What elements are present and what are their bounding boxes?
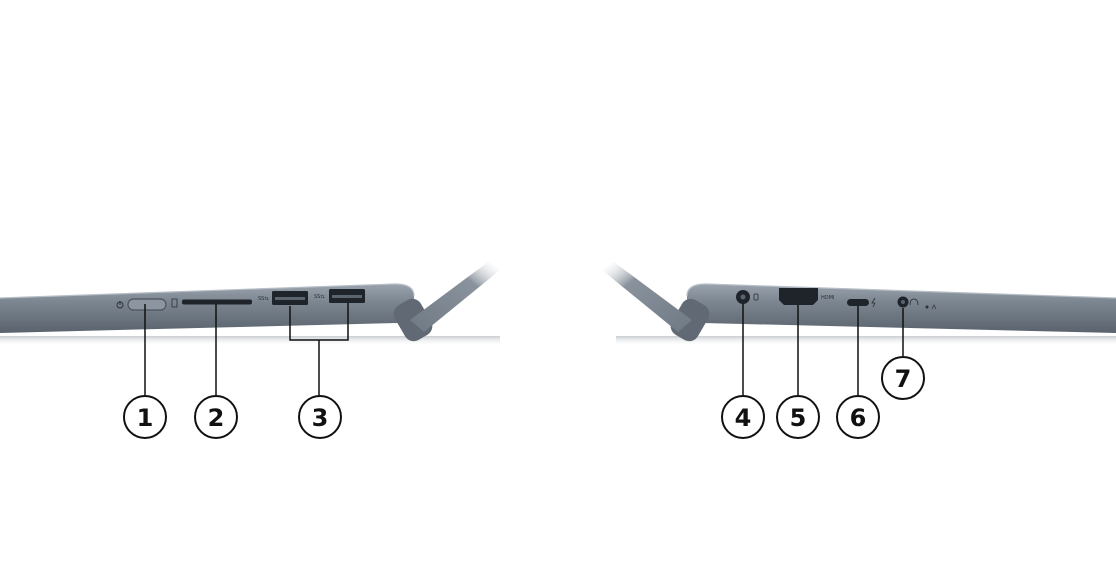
svg-text:SS⇆: SS⇆ bbox=[258, 296, 269, 302]
callout-number: 1 bbox=[137, 404, 154, 432]
callout-3: 3 bbox=[298, 395, 342, 439]
right-lid bbox=[602, 262, 692, 332]
right-ground-shadow bbox=[616, 336, 1116, 346]
dc-in-icon bbox=[753, 293, 759, 301]
audio-jack[interactable] bbox=[897, 296, 909, 308]
status-led-icon bbox=[925, 304, 937, 310]
power-icon bbox=[116, 301, 124, 309]
left-laptop-side: SS⇆ SS⇆ bbox=[0, 262, 500, 346]
right-laptop-base bbox=[687, 284, 1116, 333]
left-ground-shadow bbox=[0, 336, 500, 346]
left-laptop-base bbox=[0, 284, 414, 333]
callout-number: 3 bbox=[312, 404, 329, 432]
right-laptop-side: HDMI bbox=[602, 262, 1116, 346]
hdmi-label: HDMI bbox=[821, 295, 834, 301]
callout-number: 4 bbox=[735, 404, 752, 432]
power-button[interactable] bbox=[127, 298, 167, 311]
callout-number: 7 bbox=[895, 365, 912, 393]
callout-6: 6 bbox=[836, 395, 880, 439]
callout-2: 2 bbox=[194, 395, 238, 439]
usb-icon: SS⇆ bbox=[314, 294, 325, 300]
callouts bbox=[144, 303, 904, 396]
callout-7: 7 bbox=[881, 356, 925, 400]
sd-card-slot[interactable] bbox=[182, 299, 252, 305]
dc-in-port[interactable] bbox=[736, 290, 750, 304]
headset-icon bbox=[909, 298, 919, 306]
sd-card-icon bbox=[171, 298, 178, 308]
svg-text:SS⇆: SS⇆ bbox=[314, 294, 325, 300]
callout-number: 6 bbox=[850, 404, 867, 432]
callout-5: 5 bbox=[776, 395, 820, 439]
usb-a-port-2[interactable] bbox=[329, 289, 365, 303]
callout-number: 2 bbox=[208, 404, 225, 432]
usb-a-port-1[interactable] bbox=[272, 291, 308, 305]
callout-number: 5 bbox=[790, 404, 807, 432]
callout-1: 1 bbox=[123, 395, 167, 439]
usb-c-port[interactable] bbox=[847, 299, 869, 306]
left-lid bbox=[410, 262, 500, 332]
thunderbolt-icon bbox=[871, 297, 876, 308]
callout-4: 4 bbox=[721, 395, 765, 439]
hdmi-port[interactable] bbox=[779, 288, 818, 305]
usb-icon: SS⇆ bbox=[258, 296, 269, 302]
leader-line-3 bbox=[289, 303, 349, 396]
